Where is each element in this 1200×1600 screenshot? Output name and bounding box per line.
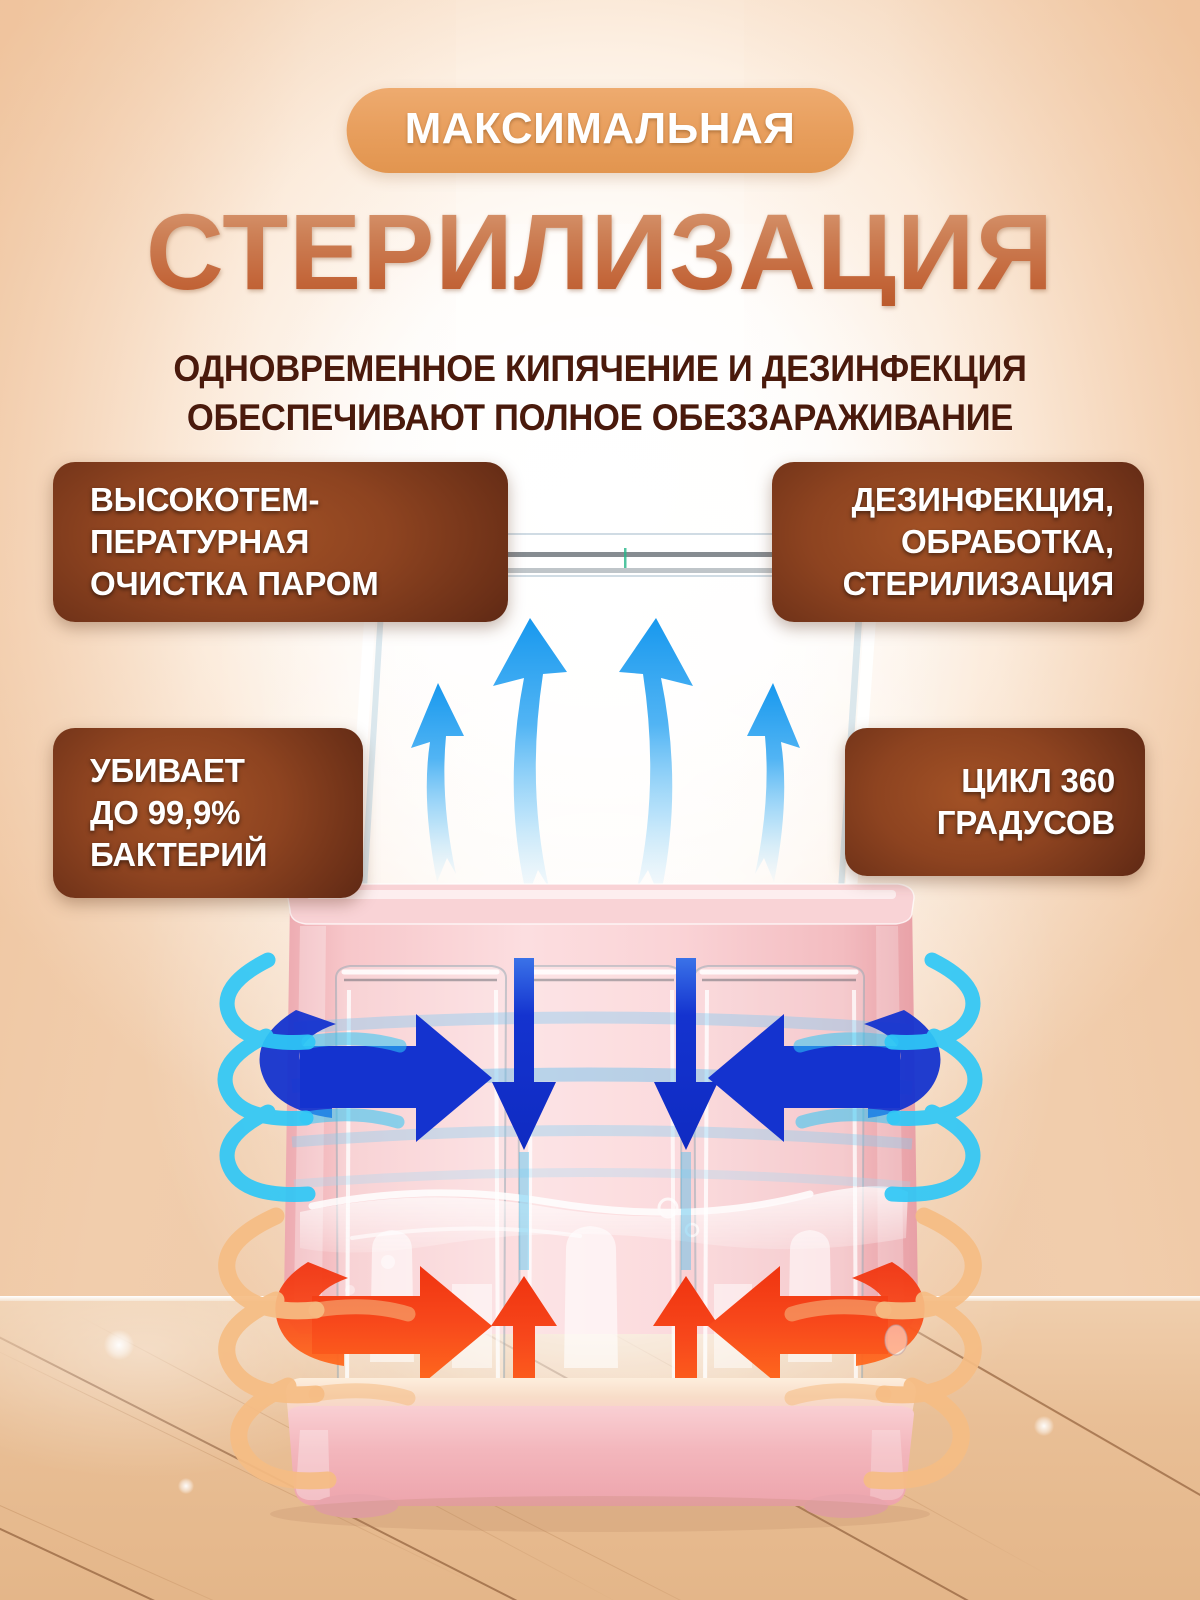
- feature-badge-steam: ВЫСОКОТЕМ- ПЕРАТУРНАЯ ОЧИСТКА ПАРОМ: [53, 462, 508, 622]
- feature-badge-disinfection-text: ДЕЗИНФЕКЦИЯ, ОБРАБОТКА, СТЕРИЛИЗАЦИЯ: [842, 479, 1115, 605]
- feature-line: УБИВАЕТ: [90, 752, 245, 790]
- feature-badge-bacteria: УБИВАЕТ ДО 99,9% БАКТЕРИЙ: [53, 728, 363, 898]
- feature-badge-bacteria-text: УБИВАЕТ ДО 99,9% БАКТЕРИЙ: [90, 750, 267, 876]
- eyebrow-badge-label: МАКСИМАЛЬНАЯ: [404, 104, 796, 153]
- eyebrow-badge: МАКСИМАЛЬНАЯ: [346, 88, 854, 173]
- feature-line: ГРАДУСОВ: [936, 804, 1115, 841]
- feature-line: ЦИКЛ 360: [961, 762, 1115, 800]
- feature-line: ПЕРАТУРНАЯ: [90, 523, 310, 561]
- feature-line: ДО 99,9%: [90, 794, 241, 832]
- feature-badge-cycle: ЦИКЛ 360 ГРАДУСОВ: [845, 728, 1145, 876]
- feature-badge-cycle-text: ЦИКЛ 360 ГРАДУСОВ: [937, 760, 1115, 844]
- page-subtitle: ОДНОВРЕМЕННОЕ КИПЯЧЕНИЕ И ДЕЗИНФЕКЦИЯ ОБ…: [0, 344, 1200, 442]
- floor-reflection: [0, 1296, 1200, 1600]
- feature-badge-disinfection: ДЕЗИНФЕКЦИЯ, ОБРАБОТКА, СТЕРИЛИЗАЦИЯ: [772, 462, 1144, 622]
- feature-line: ОБРАБОТКА,: [900, 523, 1114, 561]
- feature-line: СТЕРИЛИЗАЦИЯ: [842, 564, 1115, 602]
- subtitle-line-1: ОДНОВРЕМЕННОЕ КИПЯЧЕНИЕ И ДЕЗИНФЕКЦИЯ: [173, 348, 1027, 389]
- subtitle-line-2: ОБЕСПЕЧИВАЮТ ПОЛНОЕ ОБЕЗЗАРАЖИВАНИЕ: [186, 397, 1014, 439]
- feature-line: ОЧИСТКА ПАРОМ: [90, 564, 379, 602]
- feature-badge-steam-text: ВЫСОКОТЕМ- ПЕРАТУРНАЯ ОЧИСТКА ПАРОМ: [90, 479, 379, 605]
- feature-line: ДЕЗИНФЕКЦИЯ,: [851, 481, 1115, 519]
- page-title: СТЕРИЛИЗАЦИЯ: [0, 198, 1200, 306]
- wooden-floor: [0, 1296, 1200, 1600]
- feature-line: ВЫСОКОТЕМ-: [90, 481, 320, 519]
- feature-line: БАКТЕРИЙ: [90, 835, 268, 873]
